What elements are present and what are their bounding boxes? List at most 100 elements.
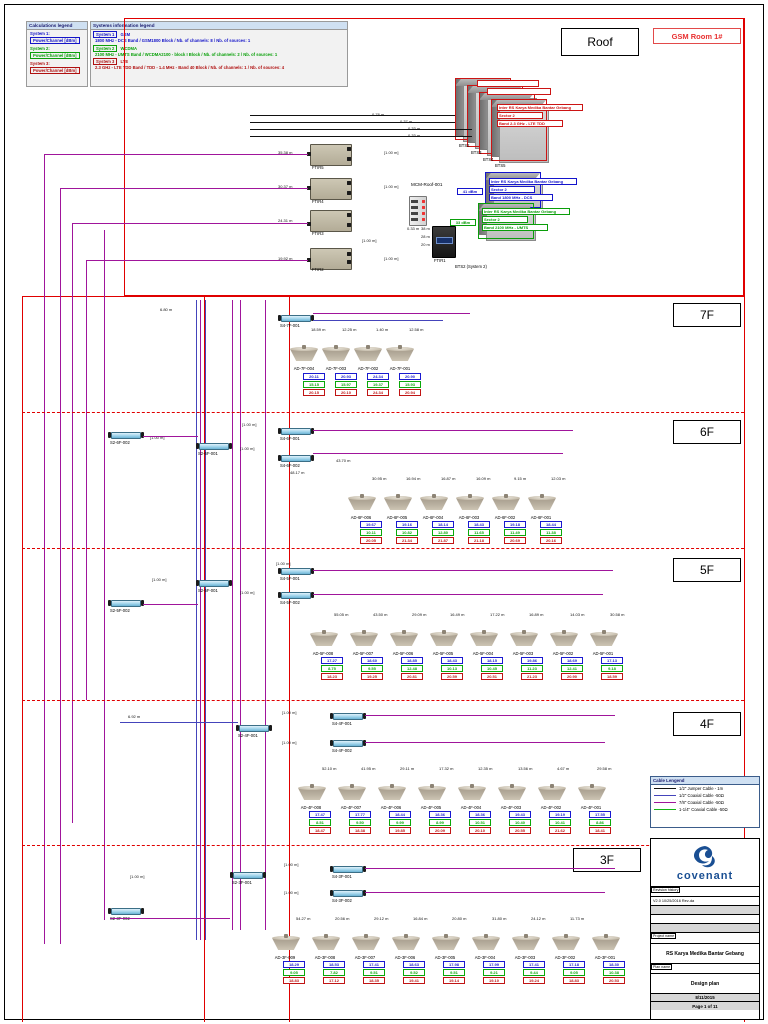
plan-caption: Plan name xyxy=(651,964,673,970)
antenna-ad-6f-006 xyxy=(348,492,376,512)
antenna-ad-3f-002 xyxy=(552,932,580,952)
riser-blue-2 xyxy=(196,300,197,940)
value-system3: 21.23 xyxy=(521,672,543,681)
trunk-dist-6f-1: 43.70 m xyxy=(336,458,351,463)
antenna-ad-5f-007 xyxy=(350,628,378,648)
antenna-label-ad-7f-004: AD-7F-004 xyxy=(293,366,315,371)
antenna-values-ad-4f-006: 18.44 9.99 19.85 xyxy=(389,811,411,835)
value-system3: 20.94 xyxy=(399,388,421,397)
splitter-s2-3f-001[interactable] xyxy=(230,871,266,879)
splitter-s4-3f-002[interactable] xyxy=(330,889,366,897)
ftir5-label: FTIR5 xyxy=(312,165,324,170)
value-system1: 19.16 xyxy=(396,521,418,529)
antenna-values-ad-7f-004: 20.11 15.15 20.15 xyxy=(303,373,325,397)
value-system2: 9.05 xyxy=(283,968,305,977)
splitter-s4-3f-001[interactable] xyxy=(330,865,366,873)
antenna-values-ad-5f-001: 17.13 9.18 18.59 xyxy=(601,657,623,681)
splitter-s2-6f-002[interactable] xyxy=(108,431,144,439)
value-system3: 20.53 xyxy=(603,976,625,985)
splitter-label-s4-7f-001: S4-7F-001 xyxy=(280,323,300,328)
zone-divider-edge xyxy=(744,18,745,1022)
ftir1-label: FTIR1 xyxy=(434,258,446,263)
value-system1: 19.86 xyxy=(521,657,543,665)
ftir3-jumper: [1.00 m] xyxy=(362,238,377,243)
zone-divider-left xyxy=(22,296,23,1022)
value-system3: 18.41 xyxy=(589,826,611,835)
antenna-ad-5f-006 xyxy=(390,628,418,648)
floor-label-6f: 6F xyxy=(673,420,741,444)
calc-legend-row: System 2: Power/Channel [dBm] xyxy=(27,45,87,60)
value-system2: 10.41 xyxy=(549,818,571,827)
antenna-ad-5f-004 xyxy=(470,628,498,648)
value-system2: 11.23 xyxy=(521,664,543,673)
value-system3: 20.10 xyxy=(469,826,491,835)
splitter-s4-6f-001[interactable] xyxy=(278,427,314,435)
system-name: WCDMA xyxy=(120,46,138,51)
value-system2: 9.44 xyxy=(523,968,545,977)
value-system2: 11.38 xyxy=(540,528,562,537)
plan-name: Design plan xyxy=(690,980,720,987)
antenna-ad-4f-003 xyxy=(498,782,526,802)
jumper-s2-6f-001: [1.00 m] xyxy=(240,446,255,451)
splitter-s4-5f-001[interactable] xyxy=(278,567,314,575)
calc-legend-row: System 1: Power/Channel [dBm] xyxy=(27,30,87,45)
value-system2: 10.13 xyxy=(441,664,463,673)
cable-swatch-jumper xyxy=(654,788,676,789)
splitter-s4-4f-001[interactable] xyxy=(330,712,366,720)
antenna-values-ad-4f-001: 17.55 8.86 18.41 xyxy=(589,811,611,835)
cable-legend-row: 1-1/4" Coaxial Cable -50Ω xyxy=(651,806,759,813)
bts2-system2-label: BTS2 (System 2) xyxy=(455,264,487,269)
splitter-s2-4f-001[interactable] xyxy=(236,724,272,732)
antenna-label-ad-4f-001: AD-4F-001 xyxy=(580,805,602,810)
splitter-s4-4f-002[interactable] xyxy=(330,739,366,747)
roof-divider xyxy=(22,296,744,297)
antenna-ad-3f-006 xyxy=(392,932,420,952)
calc-system-value: Power/Channel [dBm] xyxy=(30,52,80,59)
value-system1: 20.90 xyxy=(399,373,421,381)
splitter-label-s2-6f-002: S2-6F-002 xyxy=(110,440,130,445)
antenna-dist-ad-5f-004: 17.22 m xyxy=(490,612,505,617)
antenna-values-ad-3f-002: 17.18 9.05 18.83 xyxy=(563,961,585,985)
splitter-s2-3f-002[interactable] xyxy=(108,907,144,915)
splitter-s2-6f-001[interactable] xyxy=(196,442,232,450)
riser-purple-6 xyxy=(200,300,201,940)
floor-label-7f: 7F xyxy=(673,303,741,327)
antenna-ad-4f-006 xyxy=(378,782,406,802)
value-system1: 18.60 xyxy=(361,657,383,665)
antenna-label-ad-6f-001: AD-6F-001 xyxy=(530,515,552,520)
jumper-s4-3f-001: [1.00 m] xyxy=(284,862,299,867)
splitter-s2-5f-001[interactable] xyxy=(196,579,232,587)
ftir4-feed: 30.37 m xyxy=(278,184,293,189)
antenna-dist-ad-3f-006: 16.84 m xyxy=(413,916,428,921)
splitter-s4-7f-001[interactable] xyxy=(278,314,314,322)
revision-caption: Revision history xyxy=(651,887,681,893)
value-system3: 20.15 xyxy=(303,388,325,397)
roof-dist-4: 0.33 m xyxy=(408,133,421,138)
antenna-ad-3f-003 xyxy=(512,932,540,952)
antenna-dist-ad-5f-003: 16.89 m xyxy=(529,612,544,617)
splitter-label-s2-5f-002: S2-5F-002 xyxy=(110,608,130,613)
splitter-s4-5f-002[interactable] xyxy=(278,591,314,599)
value-system2: 9.52 xyxy=(403,968,425,977)
project-name: RS Karya Medika Bantar Gebang xyxy=(666,950,744,957)
value-system3: 20.69 xyxy=(504,536,526,545)
value-system1: 18.14 xyxy=(432,521,454,529)
splitter-s2-5f-002[interactable] xyxy=(108,599,144,607)
value-system2: 15.97 xyxy=(335,380,357,389)
calc-system-label: System 1: xyxy=(30,31,50,36)
page-row: Page 1 of 11 xyxy=(651,1002,759,1010)
value-system2: 11.49 xyxy=(504,528,526,537)
splitter-s4-6f-002[interactable] xyxy=(278,454,314,462)
splitter-label-s4-5f-001: S4-5F-001 xyxy=(280,576,300,581)
antenna-dist-ad-5f-001: 30.58 m xyxy=(610,612,625,617)
antenna-label-ad-4f-005: AD-4F-005 xyxy=(420,805,442,810)
riser-purple-3 xyxy=(72,223,73,823)
bts-umts-tag-sector: Sector 2 xyxy=(482,216,528,224)
antenna-dist-ad-4f-001: 29.58 m xyxy=(597,766,612,771)
value-system2: 10.11 xyxy=(360,528,382,537)
date-row: 8/11/2015 xyxy=(651,994,759,1002)
floor-label-5f: 5F xyxy=(673,558,741,582)
value-system3: 19.24 xyxy=(523,976,545,985)
antenna-values-ad-4f-007: 17.77 9.50 18.38 xyxy=(349,811,371,835)
mcm-label: MCM-Roof-001 xyxy=(411,182,443,187)
